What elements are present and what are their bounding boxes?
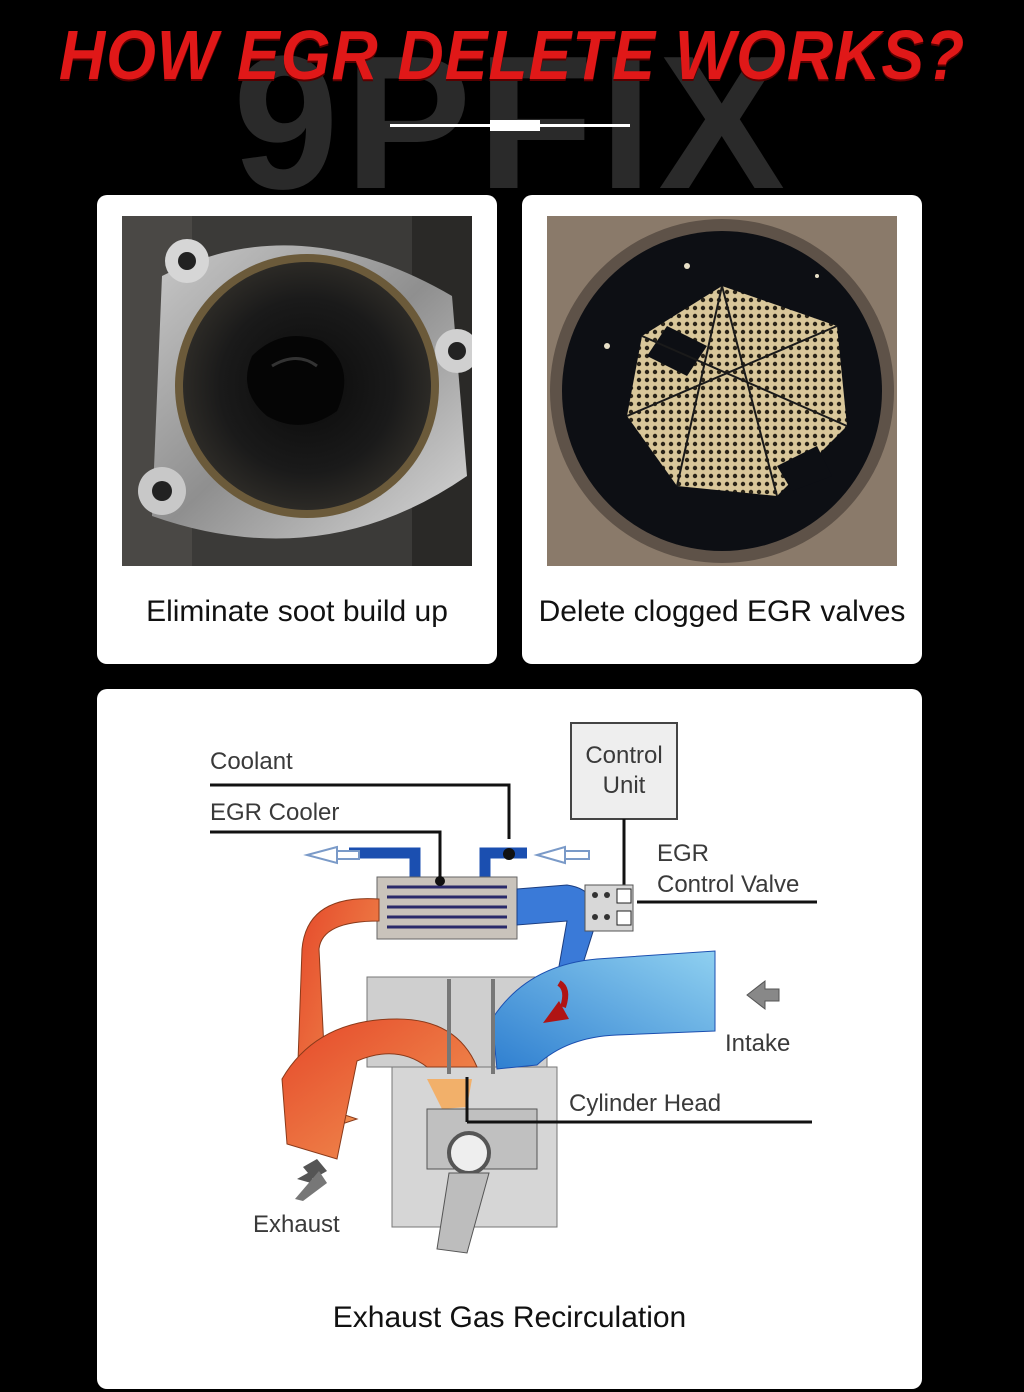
egr-diagram: Control Unit Coolant EGR Cooler EGR Cont… — [210, 722, 817, 1254]
egr-valve-label: EGR — [657, 840, 709, 867]
soot-photo — [122, 216, 472, 566]
brand-watermark: 9PFIX — [233, 17, 791, 200]
soot-card: Eliminate soot build up — [97, 195, 497, 664]
watermark-text: 9PFIX — [233, 17, 791, 200]
exhaust-label: Exhaust — [253, 1211, 340, 1238]
diagram-caption: Exhaust Gas Recirculation — [332, 1301, 687, 1334]
control-unit-box — [570, 722, 678, 820]
cylinder-head-label: Cylinder Head — [569, 1090, 721, 1117]
clogged-valve-caption: Delete clogged EGR valves — [538, 595, 906, 628]
egr-valve-label-2: Control Valve — [657, 871, 799, 898]
clogged-valve-card: Delete clogged EGR valves — [522, 195, 922, 664]
page-title: HOW EGR DELETE WORKS? — [58, 16, 966, 94]
egr-diagram-card: Control Unit Coolant EGR Cooler EGR Cont… — [97, 689, 922, 1389]
coolant-label: Coolant — [210, 748, 293, 775]
clogged-valve-photo — [547, 216, 897, 566]
control-unit-label: Control — [585, 742, 662, 769]
intake-label: Intake — [725, 1030, 790, 1057]
soot-caption: Eliminate soot build up — [146, 595, 448, 628]
control-unit-label-2: Unit — [603, 772, 646, 799]
title-divider-knob — [490, 120, 540, 131]
egr-cooler-label: EGR Cooler — [210, 799, 339, 826]
